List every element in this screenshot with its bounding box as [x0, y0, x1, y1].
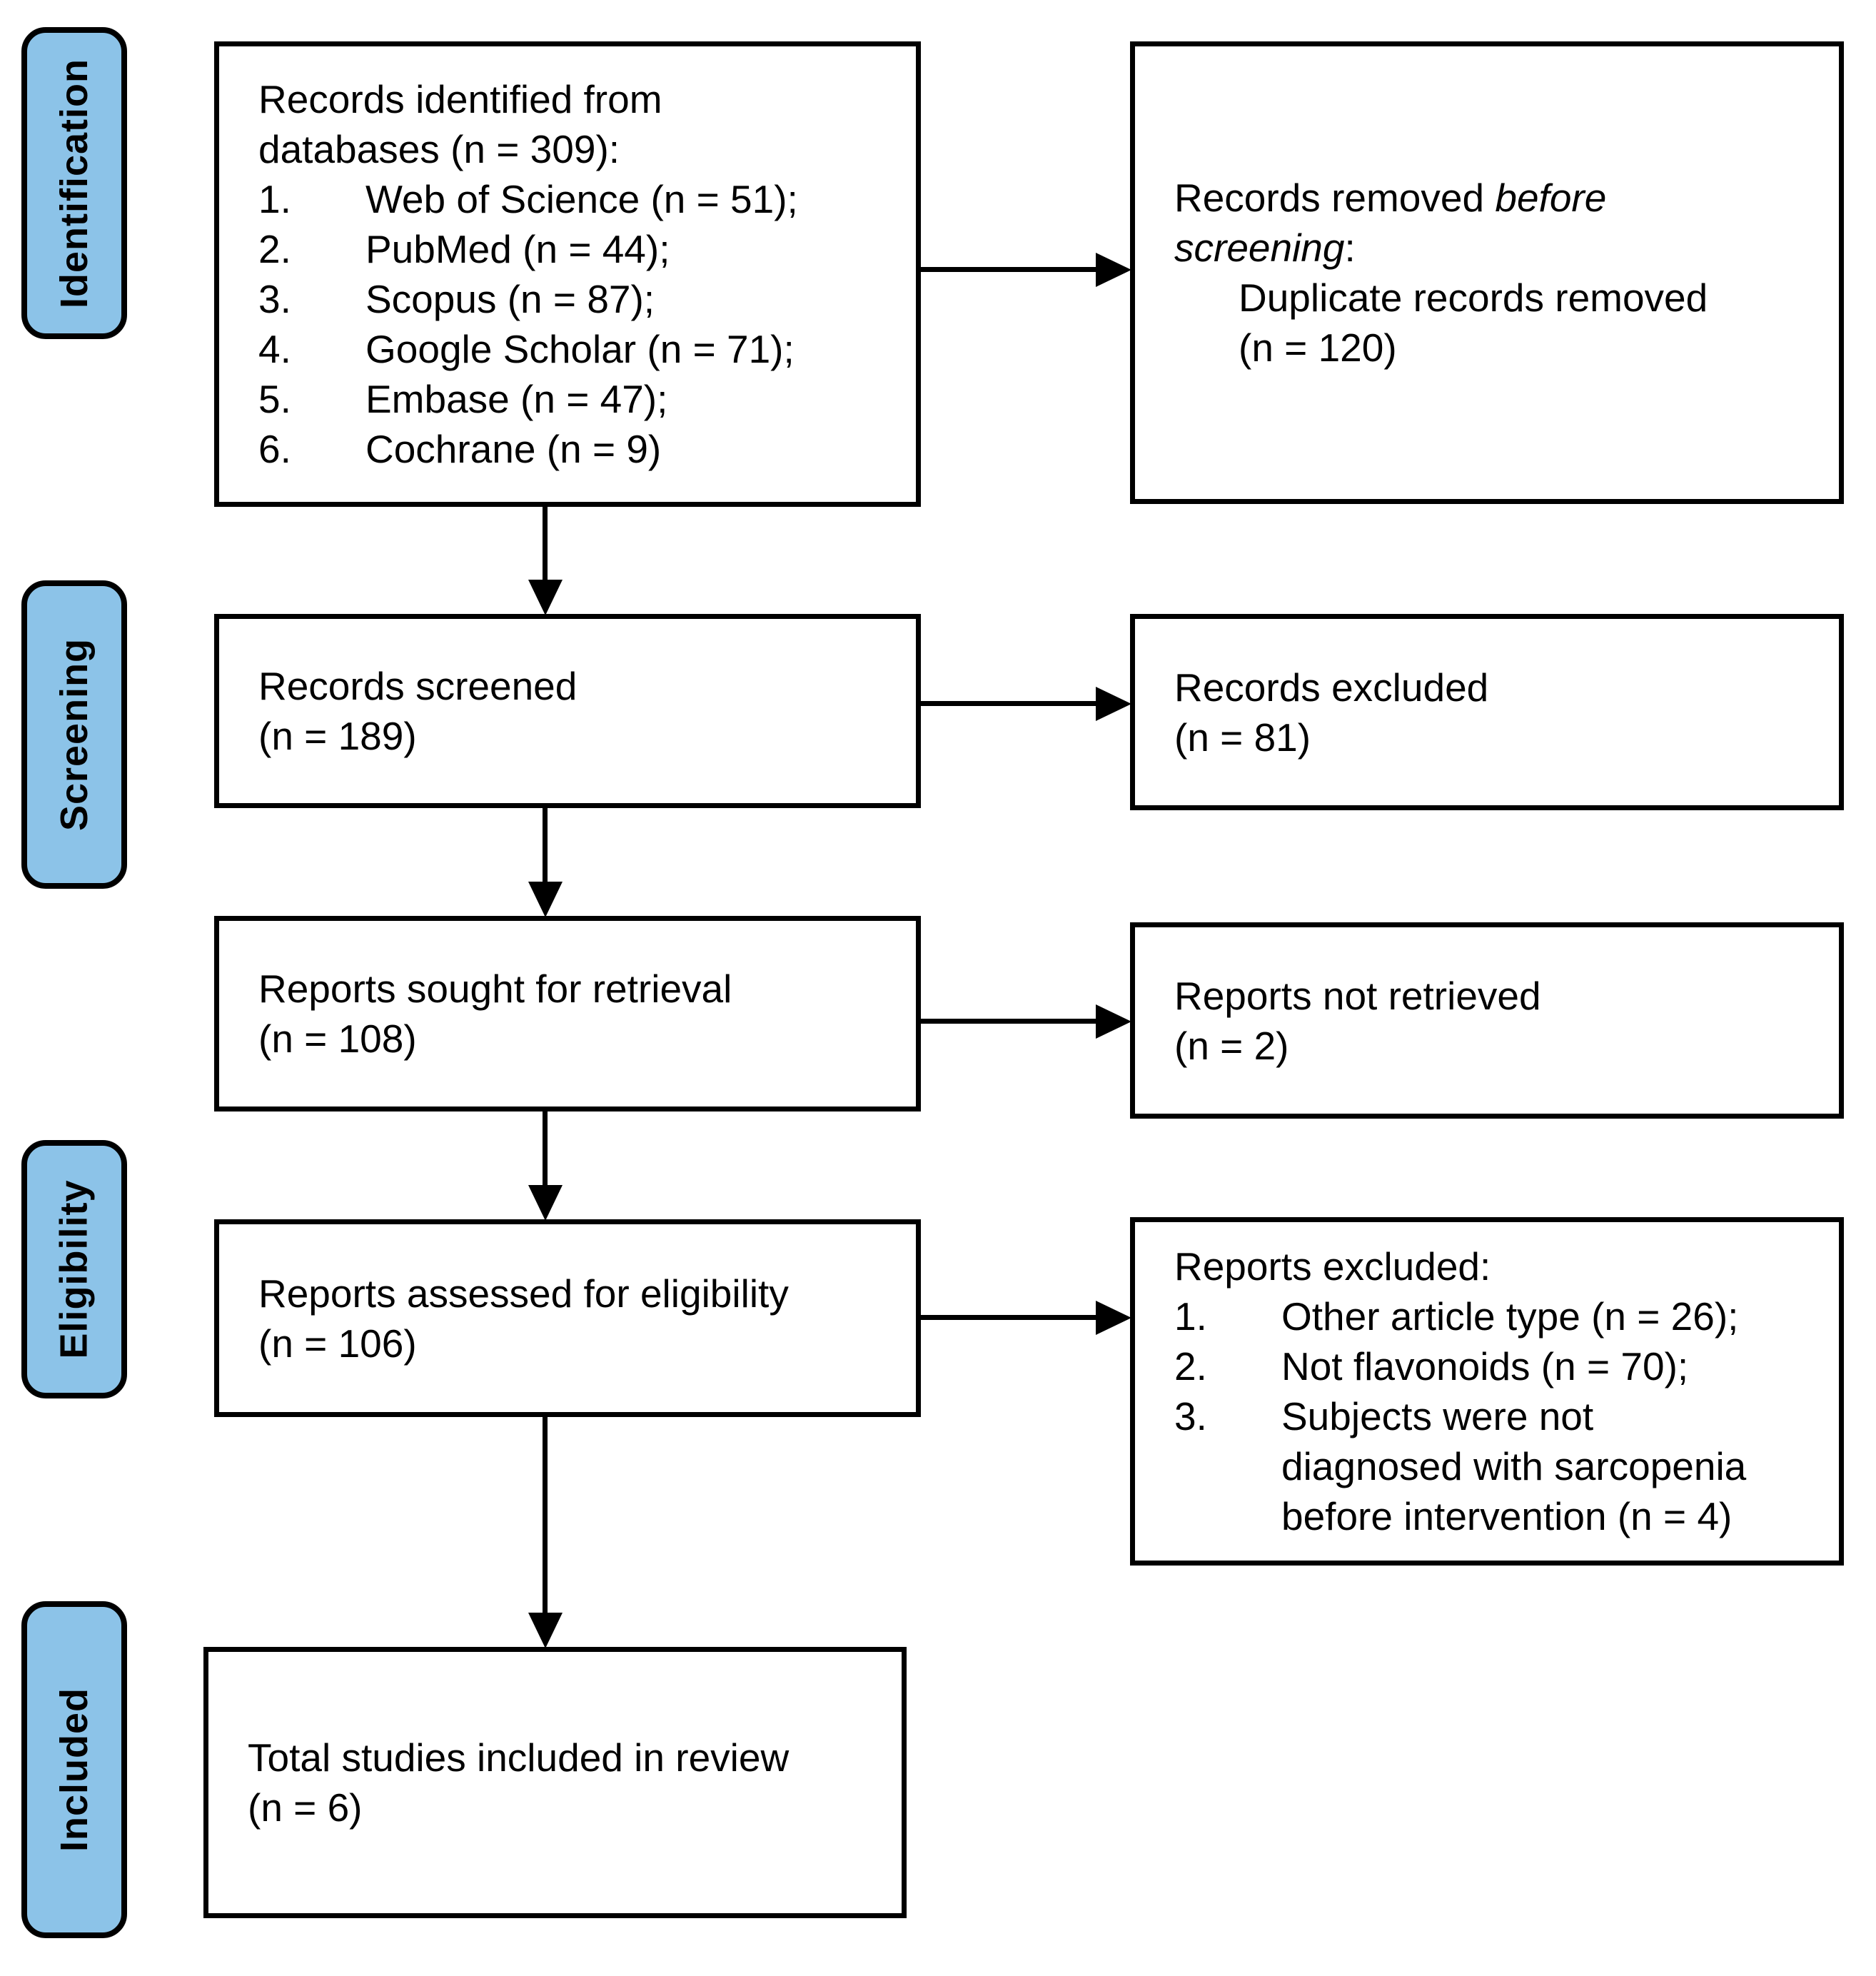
flow-arrow-down-4-head: [528, 1613, 563, 1648]
flow-arrow-down-1-head: [528, 580, 563, 615]
stage-eligibility-label: Eligibility: [53, 1179, 96, 1359]
records-removed-text: Records removed: [1174, 176, 1496, 220]
flow-arrow-right-1-head: [1096, 253, 1131, 287]
stage-screening: Screening: [21, 580, 127, 889]
flow-arrow-down-3-head: [528, 1185, 563, 1221]
box-reports-excluded: Reports excluded: 1. Other article type …: [1130, 1217, 1844, 1566]
records-screened-line1: Records screened: [258, 664, 578, 708]
database-item: 4. Google Scholar (n = 71);: [258, 327, 795, 371]
box-records-excluded: Records excluded (n = 81): [1130, 614, 1844, 810]
box-reports-assessed: Reports assessed for eligibility (n = 10…: [214, 1219, 921, 1417]
exclusion-reason-item: 1. Other article type (n = 26);: [1174, 1294, 1739, 1339]
flow-arrow-down-2-head: [528, 882, 563, 917]
flow-arrow-down-1-stem: [543, 504, 548, 580]
duplicates-removed-line2: (n = 120): [1239, 326, 1397, 370]
records-identified-line2: databases (n = 309):: [258, 127, 620, 171]
total-included-line1: Total studies included in review: [248, 1735, 790, 1780]
box-total-included: Total studies included in review (n = 6): [203, 1647, 907, 1918]
exclusion-reason-item: 3. Subjects were not diagnosed with sarc…: [1174, 1394, 1747, 1538]
records-identified-line1: Records identified from: [258, 77, 662, 121]
flow-arrow-down-3-stem: [543, 1109, 548, 1185]
reports-assessed-line2: (n = 106): [258, 1321, 417, 1366]
reports-not-retrieved-line1: Reports not retrieved: [1174, 973, 1541, 1018]
database-item: 3. Scopus (n = 87);: [258, 277, 655, 321]
records-excluded-line1: Records excluded: [1174, 665, 1489, 710]
flow-arrow-right-2-stem: [919, 701, 1096, 706]
reports-not-retrieved-line2: (n = 2): [1174, 1023, 1289, 1068]
stage-included-label: Included: [53, 1687, 96, 1852]
stage-screening-label: Screening: [53, 637, 96, 832]
reports-sought-line1: Reports sought for retrieval: [258, 967, 732, 1011]
database-item: 6. Cochrane (n = 9): [258, 427, 662, 471]
flow-arrow-right-3-head: [1096, 1004, 1131, 1039]
stage-identification-label: Identification: [53, 58, 96, 308]
database-item: 1. Web of Science (n = 51);: [258, 177, 798, 221]
box-records-identified: Records identified from databases (n = 3…: [214, 41, 921, 507]
flow-arrow-down-2-stem: [543, 805, 548, 882]
box-reports-sought: Reports sought for retrieval (n = 108): [214, 916, 921, 1112]
records-removed-heading: Records removed before screening:: [1174, 173, 1674, 273]
box-records-removed: Records removed before screening: Duplic…: [1130, 41, 1844, 504]
exclusion-reason-item: 2. Not flavonoids (n = 70);: [1174, 1344, 1689, 1388]
records-excluded-line2: (n = 81): [1174, 715, 1311, 760]
reports-assessed-line1: Reports assessed for eligibility: [258, 1271, 789, 1316]
flow-arrow-right-4-stem: [919, 1315, 1096, 1320]
flow-arrow-right-3-stem: [919, 1019, 1096, 1024]
flow-arrow-down-4-stem: [543, 1414, 548, 1613]
database-item: 5. Embase (n = 47);: [258, 377, 668, 421]
stage-identification: Identification: [21, 27, 127, 339]
flow-arrow-right-1-stem: [919, 267, 1096, 272]
records-screened-line2: (n = 189): [258, 714, 417, 758]
box-reports-not-retrieved: Reports not retrieved (n = 2): [1130, 922, 1844, 1119]
duplicates-removed-line1: Duplicate records removed: [1239, 276, 1708, 320]
reports-sought-line2: (n = 108): [258, 1017, 417, 1061]
stage-included: Included: [21, 1601, 127, 1938]
stage-eligibility: Eligibility: [21, 1140, 127, 1398]
reports-excluded-title: Reports excluded:: [1174, 1244, 1491, 1289]
records-removed-italic: before screening: [1174, 176, 1607, 270]
database-item: 2. PubMed (n = 44);: [258, 227, 670, 271]
box-records-screened: Records screened (n = 189): [214, 614, 921, 808]
total-included-line2: (n = 6): [248, 1785, 363, 1830]
flow-arrow-right-4-head: [1096, 1301, 1131, 1335]
records-removed-colon: :: [1344, 226, 1356, 270]
flow-arrow-right-2-head: [1096, 687, 1131, 721]
